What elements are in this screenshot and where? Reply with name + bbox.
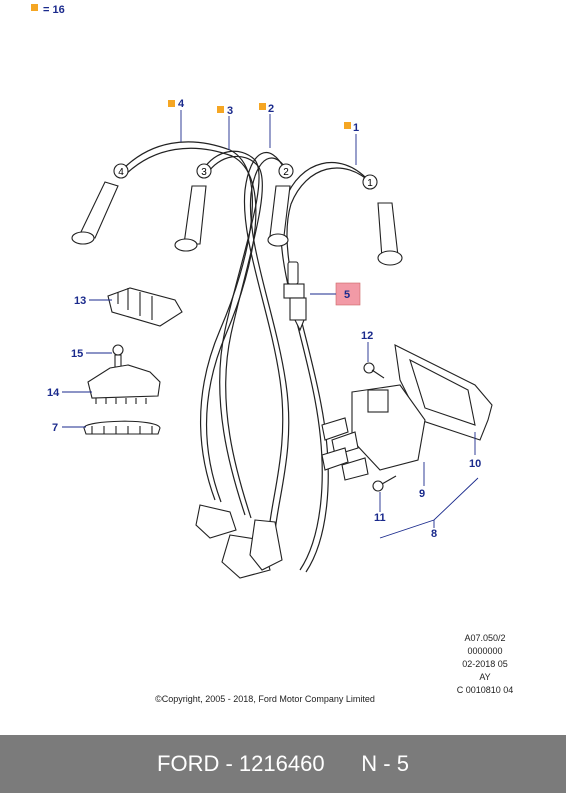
- callout-3: 3: [227, 105, 233, 117]
- footer-brand: FORD: [157, 751, 220, 776]
- connector-number-1: 1: [367, 178, 373, 189]
- callout-7: 7: [52, 422, 58, 434]
- callout-4: 4: [178, 98, 185, 110]
- ignition-wires: [119, 141, 373, 573]
- leader-lines: [62, 110, 479, 539]
- marker-4: [168, 100, 175, 107]
- wire-clip: [107, 287, 183, 327]
- connector-number-2: 2: [283, 167, 289, 178]
- connector-number-4: 4: [118, 167, 124, 178]
- callout-1: 1: [353, 122, 359, 134]
- footer-gap: [325, 751, 362, 777]
- info-line: 0000000: [467, 646, 503, 656]
- footer-part-number: 1216460: [238, 751, 325, 776]
- screws: [363, 362, 397, 492]
- marker-1: [344, 122, 351, 129]
- spark-plug: [283, 261, 307, 332]
- info-line: C 0010810 04: [456, 685, 514, 695]
- info-line: 02-2018 05: [462, 659, 508, 669]
- callout-5: 5: [344, 289, 350, 301]
- info-line: A07.050/2: [464, 633, 506, 643]
- callout-15: 15: [71, 348, 83, 360]
- callout-10: 10: [469, 458, 481, 470]
- wire-separator: [87, 364, 161, 404]
- parts-diagram: = 16 4 3 2 1: [31, 4, 493, 579]
- callout-8: 8: [431, 528, 437, 540]
- footer-bar: FORD - 1216460 N - 5: [0, 735, 566, 793]
- wire-strip: [83, 420, 161, 435]
- callout-2: 2: [268, 103, 274, 115]
- footer-sep: -: [219, 751, 239, 776]
- marker-2: [259, 103, 266, 110]
- callout-9: 9: [419, 488, 425, 500]
- callout-13: 13: [74, 295, 86, 307]
- legend-marker: [31, 4, 38, 11]
- coil-end-boots: [195, 504, 283, 579]
- copyright-text: ©Copyright, 2005 - 2018, Ford Motor Comp…: [155, 694, 375, 704]
- bolt: [112, 344, 124, 368]
- callout-14: 14: [47, 387, 60, 399]
- legend-text: = 16: [43, 4, 65, 16]
- wire-boots: [71, 181, 403, 266]
- info-line: AY: [479, 672, 491, 682]
- drawing-info-block: A07.050/2 0000000 02-2018 05 AY C 001081…: [440, 632, 530, 697]
- ignition-coil: [321, 344, 493, 481]
- marker-3: [217, 106, 224, 113]
- callout-11: 11: [374, 512, 386, 524]
- connector-number-3: 3: [201, 167, 207, 178]
- callout-12: 12: [361, 330, 373, 342]
- connector-markers: 4 3 2 1: [113, 163, 378, 190]
- footer-position: N - 5: [361, 751, 409, 776]
